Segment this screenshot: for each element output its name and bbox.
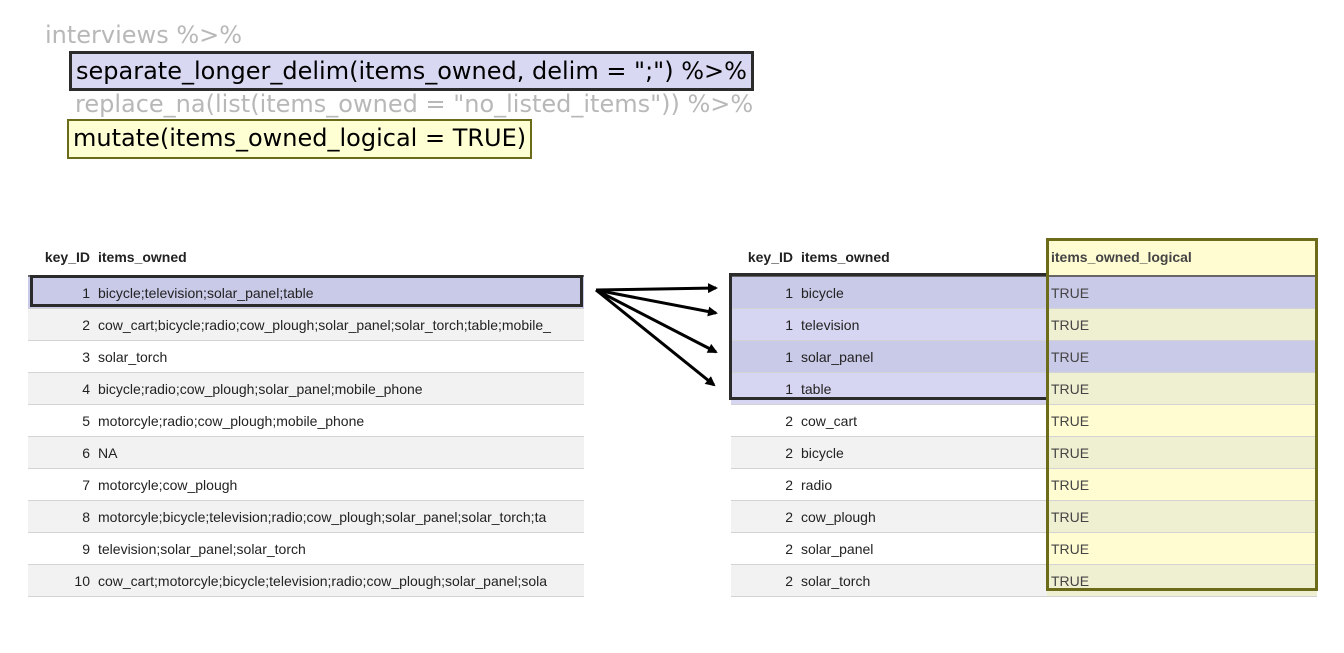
items-owned-logical-cell: TRUE: [1047, 468, 1317, 501]
table-row: 6 NA: [28, 436, 584, 469]
arrow-to-solar-panel: [595, 288, 718, 354]
column-header-key-id: key_ID: [731, 239, 797, 277]
output-table: key_ID items_owned items_owned_logical 1…: [731, 239, 1317, 597]
table-header-row: key_ID items_owned items_owned_logical: [731, 239, 1317, 277]
key-id-cell: 2: [731, 468, 797, 501]
items-owned-cell: solar_torch: [797, 564, 1047, 597]
items-owned-cell: television;solar_panel;solar_torch: [94, 532, 584, 565]
arrow-to-table: [595, 288, 716, 387]
items-owned-logical-cell: TRUE: [1047, 532, 1317, 565]
items-owned-cell: solar_torch: [94, 340, 584, 373]
items-owned-cell: cow_cart;motorcyle;bicycle;television;ra…: [94, 564, 584, 597]
key-id-cell: 9: [28, 532, 94, 565]
table-row: 8 motorcyle;bicycle;television;radio;cow…: [28, 500, 584, 533]
table-row: 1 solar_panel TRUE: [731, 340, 1317, 373]
items-owned-cell: bicycle: [797, 436, 1047, 469]
items-owned-logical-cell: TRUE: [1047, 436, 1317, 469]
key-id-cell: 7: [28, 468, 94, 501]
key-id-cell: 3: [28, 340, 94, 373]
key-id-cell: 2: [731, 532, 797, 565]
key-id-cell: 1: [731, 276, 797, 309]
items-owned-logical-cell: TRUE: [1047, 308, 1317, 341]
items-owned-logical-cell: TRUE: [1047, 500, 1317, 533]
items-owned-cell: bicycle;television;solar_panel;table: [94, 276, 584, 309]
key-id-cell: 5: [28, 404, 94, 437]
items-owned-cell: cow_cart: [797, 404, 1047, 437]
key-id-cell: 1: [731, 340, 797, 373]
table-row: 10 cow_cart;motorcyle;bicycle;television…: [28, 564, 584, 597]
key-id-cell: 8: [28, 500, 94, 533]
key-id-cell: 1: [28, 276, 94, 309]
code-line-separate-longer-delim: separate_longer_delim(items_owned, delim…: [69, 51, 754, 91]
table-row: 7 motorcyle;cow_plough: [28, 468, 584, 501]
table-row: 1 television TRUE: [731, 308, 1317, 341]
table-row: 2 cow_plough TRUE: [731, 500, 1317, 533]
items-owned-logical-cell: TRUE: [1047, 564, 1317, 597]
items-owned-cell: motorcyle;radio;cow_plough;mobile_phone: [94, 404, 584, 437]
table-row: 2 bicycle TRUE: [731, 436, 1317, 469]
items-owned-logical-cell: TRUE: [1047, 340, 1317, 373]
key-id-cell: 4: [28, 372, 94, 405]
key-id-cell: 2: [28, 308, 94, 341]
table-row: 2 cow_cart TRUE: [731, 404, 1317, 437]
items-owned-cell: solar_panel: [797, 340, 1047, 373]
table-row: 1 bicycle TRUE: [731, 276, 1317, 309]
code-line-mutate: mutate(items_owned_logical = TRUE): [67, 119, 533, 159]
key-id-cell: 6: [28, 436, 94, 469]
column-header-items-owned-logical: items_owned_logical: [1047, 239, 1317, 277]
key-id-cell: 2: [731, 404, 797, 437]
table-row: 2 solar_torch TRUE: [731, 564, 1317, 597]
key-id-cell: 2: [731, 500, 797, 533]
table-row: 9 television;solar_panel;solar_torch: [28, 532, 584, 565]
table-row: 3 solar_torch: [28, 340, 584, 373]
table-row: 5 motorcyle;radio;cow_plough;mobile_phon…: [28, 404, 584, 437]
key-id-cell: 2: [731, 564, 797, 597]
input-table: key_ID items_owned 1 bicycle;television;…: [28, 239, 584, 597]
table-row: 2 solar_panel TRUE: [731, 532, 1317, 565]
table-row: 2 cow_cart;bicycle;radio;cow_plough;sola…: [28, 308, 584, 341]
items-owned-logical-cell: TRUE: [1047, 372, 1317, 405]
items-owned-logical-cell: TRUE: [1047, 404, 1317, 437]
items-owned-cell: bicycle: [797, 276, 1047, 309]
key-id-cell: 10: [28, 564, 94, 597]
items-owned-cell: solar_panel: [797, 532, 1047, 565]
arrow-to-bicycle: [595, 283, 718, 294]
key-id-cell: 2: [731, 436, 797, 469]
key-id-cell: 1: [731, 308, 797, 341]
column-header-items-owned: items_owned: [94, 239, 584, 277]
items-owned-cell: bicycle;radio;cow_plough;solar_panel;mob…: [94, 372, 584, 405]
table-row: 2 radio TRUE: [731, 468, 1317, 501]
table-row: 4 bicycle;radio;cow_plough;solar_panel;m…: [28, 372, 584, 405]
items-owned-cell: cow_plough: [797, 500, 1047, 533]
items-owned-cell: television: [797, 308, 1047, 341]
code-line-replace-na: replace_na(list(items_owned = "no_listed…: [75, 90, 754, 118]
table-header-row: key_ID items_owned: [28, 239, 584, 277]
table-row: 1 bicycle;television;solar_panel;table: [28, 276, 584, 309]
code-line-pipe-start: interviews %>%: [45, 21, 243, 49]
arrow-to-television: [595, 288, 718, 317]
items-owned-cell: motorcyle;bicycle;television;radio;cow_p…: [94, 500, 584, 533]
items-owned-cell: NA: [94, 436, 584, 469]
items-owned-logical-cell: TRUE: [1047, 276, 1317, 309]
items-owned-cell: cow_cart;bicycle;radio;cow_plough;solar_…: [94, 308, 584, 341]
items-owned-cell: radio: [797, 468, 1047, 501]
column-header-key-id: key_ID: [28, 239, 94, 277]
items-owned-cell: motorcyle;cow_plough: [94, 468, 584, 501]
